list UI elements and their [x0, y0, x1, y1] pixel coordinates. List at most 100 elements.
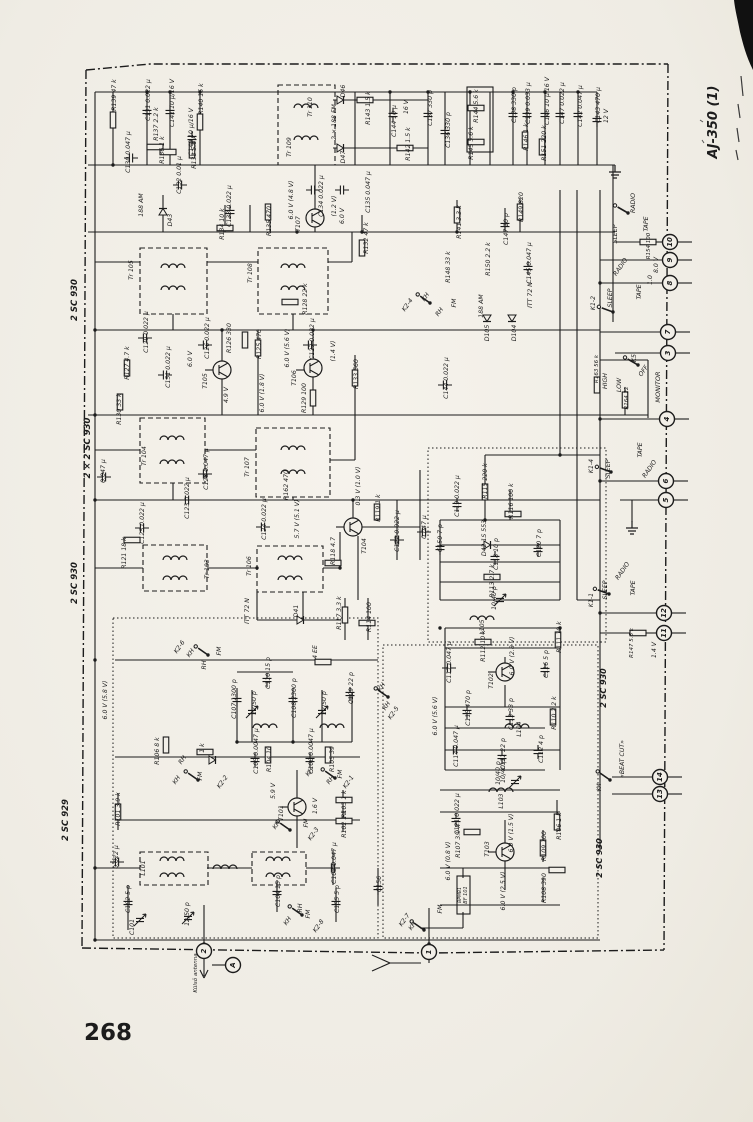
- capacitor-symbol: [135, 523, 149, 533]
- component-label: C114 0.047 µ: [453, 725, 460, 767]
- cap: [555, 108, 565, 122]
- coil-symbol: [265, 856, 291, 862]
- capacitor-symbol: [592, 113, 602, 127]
- connector-circle: [657, 472, 675, 490]
- resistor-symbol: [314, 658, 332, 666]
- component-label: R106 8 k: [154, 737, 161, 765]
- component-label: HIGH: [602, 373, 609, 389]
- switch-lever: [627, 358, 639, 366]
- module-boundary-box: [112, 617, 379, 939]
- transformer-shield-box: [255, 427, 331, 498]
- cap: [331, 896, 341, 910]
- junction-dot: [598, 479, 602, 483]
- component-label: SLEEP: [602, 580, 609, 599]
- connector-circle: [661, 251, 679, 269]
- component-label: C126 0.022 µ: [204, 317, 211, 359]
- component-label: R116 100 k: [508, 483, 515, 519]
- connector-terminal: 5: [657, 491, 675, 509]
- component-label: C156: [376, 876, 383, 892]
- cap: [452, 498, 462, 512]
- diode-triangle: [483, 540, 492, 550]
- capacitor-symbol: [533, 745, 543, 759]
- component-label: 1.0: [647, 275, 654, 285]
- open-contact: [596, 304, 602, 310]
- component-label: 6.0 V (5.6 V): [284, 329, 291, 368]
- connector-number: 5: [662, 497, 670, 502]
- switch-symbol: [594, 464, 613, 474]
- component-label: C121 0.022 µ: [454, 793, 461, 835]
- resistor-symbol: [196, 113, 204, 131]
- component-label: 12/50 p: [251, 691, 258, 715]
- component-label: 6.0 V (1.8 V): [259, 374, 266, 413]
- component-label: C117 0.047 µ: [446, 641, 453, 683]
- capacitor-symbol: [250, 753, 260, 767]
- component-label: K4: [596, 783, 603, 791]
- cap: [573, 108, 583, 122]
- component-label: C134 0.022 µ: [318, 175, 325, 217]
- capacitor-symbol: [500, 218, 510, 232]
- cap: [225, 205, 235, 219]
- component-label: C136 330 p: [445, 112, 452, 148]
- junction-dot: [576, 90, 580, 94]
- component-label: R106 1 k: [556, 812, 563, 840]
- component-label: R108 390: [541, 873, 548, 903]
- component-label: C127 0.022 µ: [309, 318, 316, 360]
- capacitor-symbol: [173, 180, 187, 190]
- component-label: K1-1: [588, 593, 595, 607]
- resistor-symbol: [373, 503, 381, 521]
- resistor-symbol: [341, 606, 349, 624]
- open-contact: [415, 292, 420, 297]
- trimmer-capacitor-symbol: [315, 705, 329, 719]
- contact: [206, 653, 210, 657]
- capacitor-symbol: [442, 663, 456, 673]
- switch-lever: [377, 689, 389, 698]
- plates: [248, 709, 256, 715]
- resistor-symbol: [554, 631, 562, 649]
- component-label: R101 3.9 k: [115, 792, 122, 826]
- capacitor-symbol: [198, 469, 212, 479]
- cap: [490, 551, 500, 565]
- connector-circle: [661, 274, 679, 292]
- component-label: C116 5 p: [543, 650, 550, 678]
- capacitor-symbol: [438, 380, 452, 390]
- section-label: 2 SC 930: [70, 279, 80, 321]
- transformer-shield-box: [251, 851, 307, 886]
- component-label: SLEEP: [612, 224, 619, 243]
- cap: [198, 340, 212, 350]
- transistor-body: [343, 517, 363, 537]
- resistor-symbol: [109, 111, 117, 129]
- component-label: KH: [407, 920, 418, 931]
- component-label: 1.6 V: [312, 797, 319, 814]
- junction-dot: [93, 413, 97, 417]
- component-label: R121 18 k: [121, 537, 128, 569]
- transformer-shield-box: [277, 84, 336, 166]
- transistor-body: [305, 208, 325, 228]
- junction-dot: [255, 566, 259, 570]
- junction-dot: [360, 230, 364, 234]
- component-label: C108 2300 p: [291, 678, 298, 718]
- component-label: D42 1S 553: [481, 520, 488, 556]
- component-label: Tr 104: [141, 446, 148, 466]
- transistor-legs: [293, 799, 304, 815]
- capacitor-symbol: [345, 687, 355, 701]
- connector-terminal: 11: [655, 624, 673, 642]
- connector-number: 1: [425, 949, 433, 954]
- capacitor-symbol: [423, 108, 433, 122]
- connector-terminal: 13: [651, 785, 669, 803]
- resistor-symbol: [114, 803, 122, 821]
- resistor-symbol: [335, 817, 353, 825]
- component-label: R125 470: [256, 329, 263, 359]
- module-boundary-box: [427, 447, 607, 643]
- capacitor-symbol: [232, 693, 242, 707]
- junction-dot: [543, 90, 547, 94]
- coil-symbol: [280, 469, 306, 475]
- open-contact: [183, 769, 188, 774]
- wire: [371, 954, 391, 964]
- junction-dot: [598, 611, 602, 615]
- cap: [345, 687, 355, 701]
- component-label: R151 220 k: [541, 125, 548, 161]
- cap: [306, 185, 320, 195]
- coil-symbol: [159, 435, 185, 441]
- capacitor-symbol: [555, 108, 565, 122]
- open-contact: [612, 203, 618, 208]
